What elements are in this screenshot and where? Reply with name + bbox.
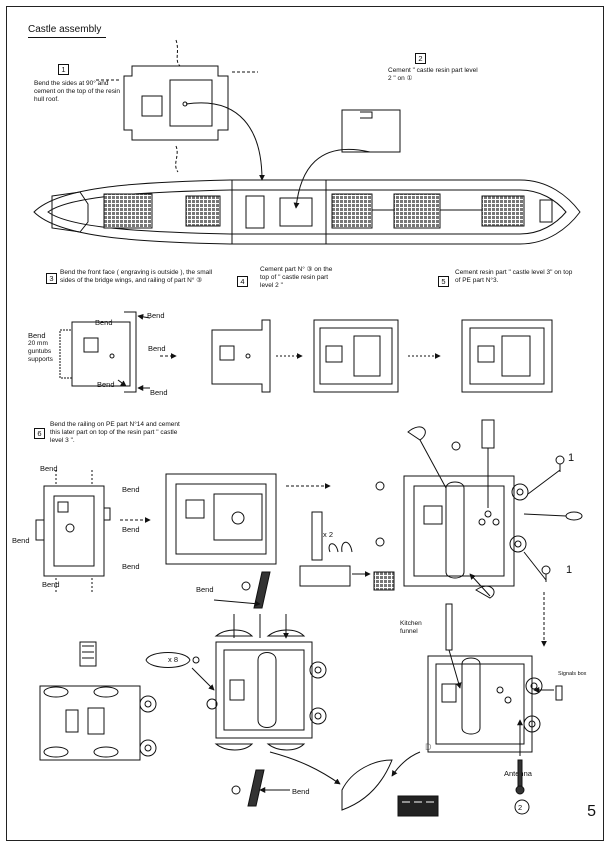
ship-hull [34,180,580,244]
bend-label: Bend [42,580,60,589]
bend-label: Bend [12,536,30,545]
signals-box-label: Signals box [558,671,587,677]
bend-label: Bend [196,585,214,594]
step-2-text: Cement " castle resin part level 2 " on … [388,67,478,82]
page-frame [6,6,604,841]
bend-label: Bend [122,562,140,571]
step-5-text: Cement resin part " castle level 3" on t… [455,269,573,284]
bend-label: Bend [147,311,165,320]
step-4-number: 4 [237,276,248,287]
bend-label: Bend [122,485,140,494]
step-1-number: 1 [58,64,69,75]
bend-label: Bend [122,525,140,534]
step-6-text: Bend the railing on PE part N°14 and cem… [50,421,180,444]
bend-label: Bend [40,464,58,473]
step-1-part [96,40,265,181]
callout-one: 1 [566,564,573,576]
step-2-part [293,110,400,209]
page-title: Castle assembly [28,24,102,35]
bend-label: Bend [97,380,115,389]
step-1-text: Bend the sides at 90° and cement on the … [34,80,120,103]
bend-label: Bend [28,331,46,340]
step-3-sequence [60,312,552,392]
step-5-number: 5 [438,276,449,287]
step-6-part [36,470,151,592]
step-4-text: Cement part N° ③ on the top of " castle … [260,266,333,289]
quantity-label: x 8 [168,655,179,664]
quantity-label: x 2 [323,530,334,539]
mast-assembly [300,512,394,590]
kitchen-funnel-label: Kitchen funnel [400,620,422,635]
title-underline [28,37,106,38]
step-2-number: 2 [415,53,426,64]
step-6-number: 6 [34,428,45,439]
bend-label: Bend [148,344,166,353]
part-number-2: 2 [518,803,523,812]
bend-label: Bend [150,388,168,397]
page-number: 5 [587,803,596,820]
plating-detail [40,642,156,760]
callout-one: 1 [568,452,575,464]
deck-assembly [146,572,341,806]
guntubs-label: 20 mm guntubs supports [28,340,53,363]
bend-label: Bend [292,787,310,796]
step-3-number: 3 [46,273,57,284]
bridge-assembly [376,420,582,647]
step-6-assembly [166,474,331,564]
funnel-assembly [342,604,562,816]
step-3-text: Bend the front face ( engraving is outsi… [60,269,213,284]
